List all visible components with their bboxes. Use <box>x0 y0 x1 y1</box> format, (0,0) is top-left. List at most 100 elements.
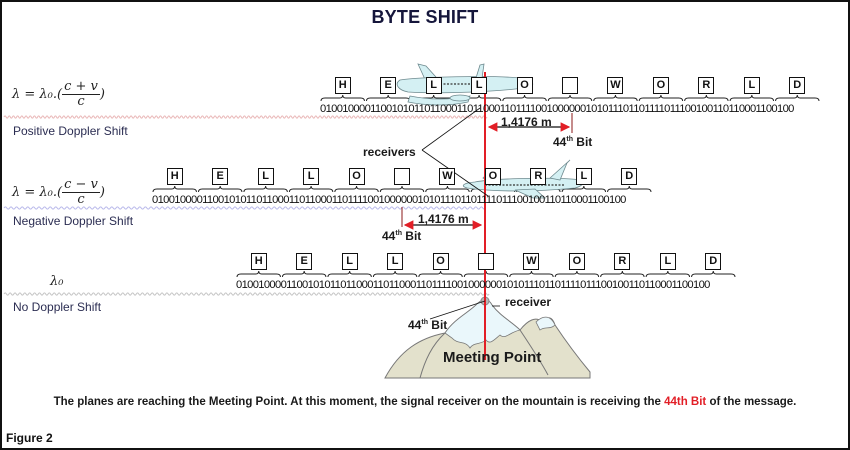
byte-brace <box>729 94 775 102</box>
bit-number: 44 <box>408 318 422 332</box>
char-box: W <box>607 77 624 94</box>
bit44-label-mountain: 44th Bit <box>408 318 447 332</box>
char-box: E <box>212 168 229 185</box>
distance-label-negative: 1,4176 m <box>418 212 469 226</box>
char-box: H <box>334 77 351 94</box>
char-box: L <box>471 77 488 94</box>
caption-highlight: 44th Bit <box>664 396 707 408</box>
byte-brace <box>418 270 463 278</box>
byte-brace <box>288 185 334 193</box>
char-box: L <box>303 168 320 185</box>
bit44-label-positive: 44th Bit <box>553 135 592 149</box>
byte-brace <box>152 185 197 193</box>
char-box: O <box>348 168 365 185</box>
bit-number: 44 <box>553 135 567 149</box>
bit44-label-negative: 44th Bit <box>382 229 421 243</box>
byte-brace <box>327 270 372 278</box>
no-shift-wave <box>3 292 490 296</box>
char-box: R <box>530 168 547 185</box>
char-box: R <box>698 77 715 94</box>
airplane-icon-top <box>396 63 534 106</box>
bit-word: Bit <box>427 318 448 332</box>
char-box: L <box>257 168 274 185</box>
bit-word: Bit <box>572 135 593 149</box>
byte-brace <box>243 185 288 193</box>
char-box: L <box>743 77 760 94</box>
no-shift-row-bitstream: 0100100001100101011011000110110001101111… <box>236 279 710 291</box>
positive-row-byte-braces <box>320 94 820 102</box>
positive-shift-label: Positive Doppler Shift <box>13 124 128 138</box>
formula-numerator: c + v <box>62 79 100 95</box>
mountain-icon <box>384 299 591 379</box>
byte-brace <box>379 185 425 193</box>
byte-brace <box>645 270 691 278</box>
formula-rhs: ) <box>99 185 105 200</box>
char-box: D <box>621 168 638 185</box>
positive-row-bitstream: 0100100001100101011011000110110001101111… <box>320 103 794 115</box>
byte-brace <box>684 94 729 102</box>
formula-numerator: c − v <box>62 177 100 193</box>
char-box: L <box>387 253 404 270</box>
char-box: E <box>296 253 313 270</box>
byte-brace <box>547 94 593 102</box>
byte-brace <box>281 270 327 278</box>
byte-brace <box>372 270 418 278</box>
byte-brace <box>509 270 554 278</box>
char-box <box>478 253 494 270</box>
char-box: R <box>614 253 631 270</box>
byte-brace <box>593 94 638 102</box>
formula-lambda0: λ₀ <box>50 274 64 289</box>
byte-brace <box>607 185 652 193</box>
receivers-pointer-top <box>421 107 481 151</box>
byte-brace <box>365 94 411 102</box>
negative-shift-label: Negative Doppler Shift <box>13 214 134 228</box>
formula-denominator: c <box>77 192 85 207</box>
byte-brace <box>334 185 379 193</box>
negative-shift-wave <box>3 206 487 210</box>
char-box: D <box>789 77 806 94</box>
formula-lhs: λ = λ₀.( <box>12 87 63 102</box>
distance-label-positive: 1,4176 m <box>501 115 552 129</box>
char-box: H <box>250 253 267 270</box>
no-shift-label: No Doppler Shift <box>13 300 102 314</box>
byte-brace <box>236 270 281 278</box>
bit-suffix: th <box>566 136 573 143</box>
char-box: O <box>516 77 533 94</box>
figure-number: Figure 2 <box>6 431 53 445</box>
char-box: L <box>659 253 676 270</box>
char-box: O <box>432 253 449 270</box>
figure-title: BYTE SHIFT <box>371 7 479 27</box>
char-box: O <box>652 77 669 94</box>
char-box <box>394 168 410 185</box>
formula-denominator: c <box>77 94 85 109</box>
formula-rhs: ) <box>99 87 105 102</box>
formula-lhs: λ = λ₀.( <box>12 185 63 200</box>
bit-number: 44 <box>382 229 396 243</box>
airplane-icon-middle <box>462 159 584 199</box>
bit-suffix: th <box>421 319 428 326</box>
byte-brace <box>638 94 684 102</box>
char-box: L <box>425 77 442 94</box>
bit44-pointer-mountain <box>429 300 486 320</box>
receivers-label: receivers <box>363 145 416 159</box>
char-box: W <box>439 168 456 185</box>
byte-brace <box>320 94 365 102</box>
byte-brace <box>502 94 547 102</box>
byte-brace <box>775 94 820 102</box>
positive-shift-wave <box>3 115 488 119</box>
figure-caption: The planes are reaching the Meeting Poin… <box>0 396 850 408</box>
char-box: L <box>575 168 592 185</box>
char-box: E <box>380 77 397 94</box>
char-box: O <box>484 168 501 185</box>
meeting-point-label: Meeting Point <box>443 349 542 366</box>
caption-text: The planes are reaching the Meeting Poin… <box>53 396 665 408</box>
char-box <box>562 77 578 94</box>
char-box: H <box>166 168 183 185</box>
no-shift-formula: λ₀ <box>50 274 63 289</box>
byte-brace <box>691 270 736 278</box>
byte-brace <box>425 185 470 193</box>
char-box: W <box>523 253 540 270</box>
